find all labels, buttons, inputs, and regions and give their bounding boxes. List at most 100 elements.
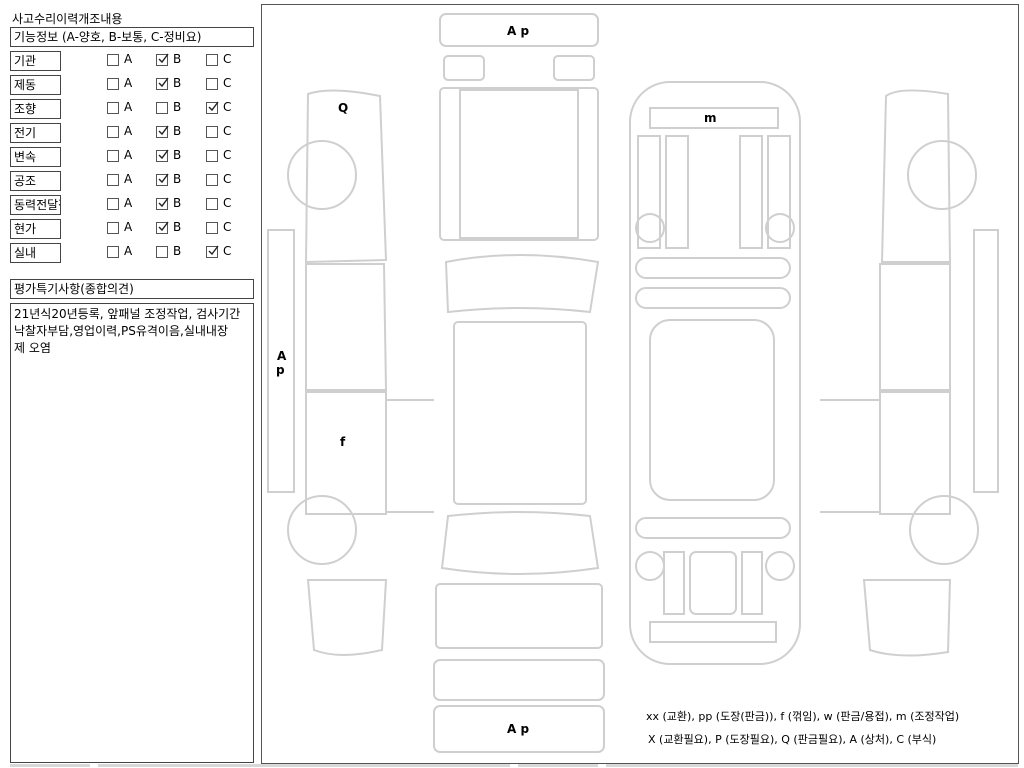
right-quarter-panel[interactable] [862,579,952,657]
right-front-door[interactable] [879,263,951,391]
checkbox-b[interactable] [156,77,169,90]
windshield[interactable] [444,254,600,314]
inspection-row-label: 조향 [10,99,61,119]
checkbox-b[interactable] [156,246,168,258]
floor-panel[interactable] [649,319,775,501]
label-rear-bumper: A p [507,722,529,736]
floor-crossmember[interactable] [635,287,791,309]
left-front-strut[interactable] [635,213,665,243]
front-bumper[interactable] [439,13,599,47]
underbody-frame[interactable] [629,81,801,665]
right-rear-wheel-house[interactable] [765,551,795,581]
checkbox-label-b: B [173,172,182,186]
inspection-row-label: 기관 [10,51,61,71]
right-front-side-member[interactable] [767,135,791,249]
checkbox-c[interactable] [206,54,218,66]
rear-bumper-top[interactable] [433,659,605,701]
hood[interactable] [439,87,599,241]
right-front-inner [739,135,763,249]
label-front-bumper: A p [507,24,529,38]
checkbox-label-b: B [173,100,182,114]
checkbox-label-a: A [124,148,133,162]
left-front-side-member[interactable] [637,135,661,249]
checkbox-label-c: C [223,52,232,66]
roof[interactable] [453,321,587,505]
checkbox-b[interactable] [156,149,169,162]
checkbox-c[interactable] [206,78,218,90]
trunk[interactable] [435,583,603,649]
checkbox-label-c: C [223,76,232,90]
checkbox-a[interactable] [107,102,119,114]
checkbox-label-c: C [223,100,232,114]
left-rear-door[interactable] [305,391,387,515]
right-front-wheel [907,140,977,210]
remarks-text[interactable]: 21년식20년등록, 앞패널 조정작업, 검사기간 낙찰자부담,영업이력,PS유… [10,303,254,763]
checkbox-a[interactable] [107,246,119,258]
spare-tire-well[interactable] [689,551,737,615]
front-crossmember[interactable] [649,107,779,129]
label-roof-crossmember: m [704,111,717,125]
left-front-door[interactable] [305,263,388,391]
checkbox-a[interactable] [107,150,119,162]
checkbox-c[interactable] [206,150,218,162]
left-front-inner [665,135,689,249]
car-diagram-panel [261,4,1019,764]
checkbox-a[interactable] [107,78,119,90]
checkbox-c[interactable] [206,126,218,138]
checkbox-b[interactable] [156,102,168,114]
checkbox-a[interactable] [107,126,119,138]
dash-panel[interactable] [635,257,791,279]
checkbox-label-c: C [223,148,232,162]
checkbox-a[interactable] [107,198,119,210]
legend-line-1: xx (교환), pp (도장(판금)), f (꺾임), w (판금/용접),… [646,710,959,723]
legend-line-2: X (교환필요), P (도장필요), Q (판금필요), A (상처), C … [648,733,936,746]
check-icon [158,125,169,136]
right-rear-door[interactable] [879,391,951,515]
right-rear-wheel [909,495,979,565]
page-title: 사고수리이력개조내용 [12,12,123,26]
label-left-side-sill: A p [276,349,290,377]
checkbox-c[interactable] [206,174,218,186]
rear-floor-crossmember[interactable] [635,517,791,539]
inspection-row-label: 공조 [10,171,61,191]
checkbox-b[interactable] [156,53,169,66]
inspection-row-label: 실내 [10,243,61,263]
check-icon [158,197,169,208]
check-icon [208,245,219,256]
checkbox-b[interactable] [156,173,169,186]
checkbox-b[interactable] [156,221,169,234]
checkbox-c[interactable] [206,198,218,210]
label-left-rear-door: f [340,435,346,449]
right-front-fender[interactable] [880,89,952,263]
rear-bumper[interactable] [433,705,605,753]
checkbox-c[interactable] [206,245,219,258]
checkbox-label-b: B [173,148,182,162]
checkbox-label-a: A [124,244,133,258]
checkbox-label-c: C [223,124,232,138]
rear-glass[interactable] [440,511,600,575]
checkbox-c[interactable] [206,101,219,114]
left-headlamp[interactable] [443,55,485,81]
check-icon [158,53,169,64]
left-rear-wheel-house[interactable] [635,551,665,581]
checkbox-label-c: C [223,244,232,258]
checkbox-a[interactable] [107,174,119,186]
checkbox-a[interactable] [107,222,119,234]
left-front-fender[interactable] [304,89,388,264]
hood-inner [459,89,579,239]
right-side-sill[interactable] [973,229,999,493]
checkbox-b[interactable] [156,125,169,138]
checkbox-label-c: C [223,172,232,186]
inspection-row-label: 현가 [10,219,61,239]
right-headlamp[interactable] [553,55,595,81]
checkbox-a[interactable] [107,54,119,66]
left-quarter-panel[interactable] [306,579,388,656]
checkbox-c[interactable] [206,222,218,234]
rear-panel[interactable] [649,621,777,643]
checkbox-b[interactable] [156,197,169,210]
left-side-sill[interactable] [267,229,295,493]
checkbox-label-b: B [173,76,182,90]
right-front-strut[interactable] [765,213,795,243]
checkbox-label-c: C [223,196,232,210]
